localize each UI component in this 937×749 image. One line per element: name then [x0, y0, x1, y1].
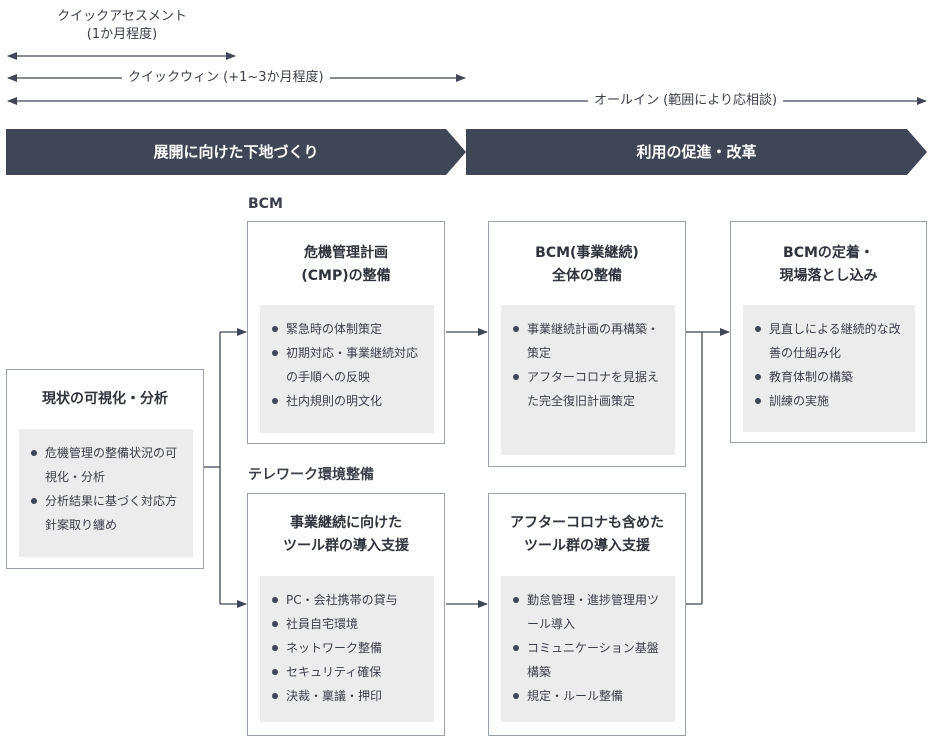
- list-item: 教育体制の構築: [755, 365, 907, 389]
- list-item: 緊急時の体制策定: [272, 317, 426, 341]
- list-item: 初期対応・事業継続対応の手順への反映: [272, 341, 426, 389]
- section-label-bcm: BCM: [248, 196, 283, 212]
- list-item: 危機管理の整備状況の可視化・分析: [31, 441, 185, 489]
- card-title-line2: 全体の整備: [552, 268, 622, 284]
- list-item: コミュニケーション基盤構築: [513, 636, 667, 684]
- card-title-line2: 現場落とし込み: [779, 268, 878, 284]
- card-cmp: 危機管理計画 (CMP)の整備 緊急時の体制策定 初期対応・事業継続対応の手順へ…: [247, 221, 445, 444]
- card-title-line1: アフターコロナも含めた: [510, 515, 664, 531]
- section-label-telework: テレワーク環境整備: [248, 467, 374, 483]
- card-current-state: 現状の可視化・分析 危機管理の整備状況の可視化・分析 分析結果に基づく対応方針案…: [6, 369, 204, 569]
- phase-banner-foundation: 展開に向けた下地づくり: [6, 129, 466, 175]
- card-bcm-fixation: BCMの定着・ 現場落とし込み 見直しによる継続的な改善の仕組み化 教育体制の構…: [730, 221, 927, 443]
- quick-assessment-label-line2: (1か月程度): [86, 27, 158, 42]
- list-item: 訓練の実施: [755, 389, 907, 413]
- card-title: アフターコロナも含めた ツール群の導入支援: [489, 512, 685, 558]
- card-title-line1: BCM(事業継続): [535, 245, 639, 261]
- card-bullet-list: 見直しによる継続的な改善の仕組み化 教育体制の構築 訓練の実施: [743, 305, 915, 432]
- card-title: BCMの定着・ 現場落とし込み: [731, 242, 926, 288]
- card-title: BCM(事業継続) 全体の整備: [489, 242, 685, 288]
- card-bullet-list: 勤怠管理・進捗管理用ツール導入 コミュニケーション基盤構築 規定・ルール整備: [501, 576, 675, 722]
- card-title: 事業継続に向けた ツール群の導入支援: [248, 512, 444, 558]
- card-title-line1: 事業継続に向けた: [290, 515, 402, 531]
- list-item: 分析結果に基づく対応方針案取り纏め: [31, 489, 185, 537]
- card-tools-after-corona: アフターコロナも含めた ツール群の導入支援 勤怠管理・進捗管理用ツール導入 コミ…: [488, 493, 686, 736]
- quick-win-label: クイックウィン (+1~3か月程度): [122, 69, 330, 87]
- card-tools-bcp: 事業継続に向けた ツール群の導入支援 PC・会社携帯の貸与 社員自宅環境 ネット…: [247, 493, 445, 736]
- list-item: 決裁・稟議・押印: [272, 684, 426, 708]
- quick-assessment-label: クイックアセスメント (1か月程度): [52, 8, 192, 44]
- list-item: 社内規則の明文化: [272, 389, 426, 413]
- all-in-label: オールイン (範囲により応相談): [588, 92, 784, 110]
- card-title-line2: ツール群の導入支援: [283, 538, 409, 554]
- card-bullet-list: 緊急時の体制策定 初期対応・事業継続対応の手順への反映 社内規則の明文化: [260, 305, 434, 433]
- card-title: 現状の可視化・分析: [42, 391, 168, 407]
- list-item: 勤怠管理・進捗管理用ツール導入: [513, 588, 667, 636]
- card-bullet-list: PC・会社携帯の貸与 社員自宅環境 ネットワーク整備 セキュリティ確保 決裁・稟…: [260, 576, 434, 722]
- list-item: 見直しによる継続的な改善の仕組み化: [755, 317, 907, 365]
- card-title-line2: ツール群の導入支援: [524, 538, 650, 554]
- card-bullet-list: 危機管理の整備状況の可視化・分析 分析結果に基づく対応方針案取り纏め: [19, 429, 193, 557]
- phase-banner-promotion: 利用の促進・改革: [466, 129, 927, 175]
- list-item: 社員自宅環境: [272, 612, 426, 636]
- card-bullet-list: 事業継続計画の再構築・策定 アフターコロナを見据えた完全復旧計画策定: [501, 305, 675, 455]
- list-item: 事業継続計画の再構築・策定: [513, 317, 667, 365]
- card-title-line1: BCMの定着・: [783, 245, 874, 261]
- quick-assessment-label-line1: クイックアセスメント: [57, 9, 187, 24]
- card-title-line1: 危機管理計画: [304, 245, 388, 261]
- list-item: ネットワーク整備: [272, 636, 426, 660]
- card-bcm-overall: BCM(事業継続) 全体の整備 事業継続計画の再構築・策定 アフターコロナを見据…: [488, 221, 686, 467]
- card-title: 危機管理計画 (CMP)の整備: [248, 242, 444, 288]
- list-item: セキュリティ確保: [272, 660, 426, 684]
- card-title-line2: (CMP)の整備: [301, 268, 391, 284]
- list-item: PC・会社携帯の貸与: [272, 588, 426, 612]
- list-item: 規定・ルール整備: [513, 684, 667, 708]
- list-item: アフターコロナを見据えた完全復旧計画策定: [513, 365, 667, 413]
